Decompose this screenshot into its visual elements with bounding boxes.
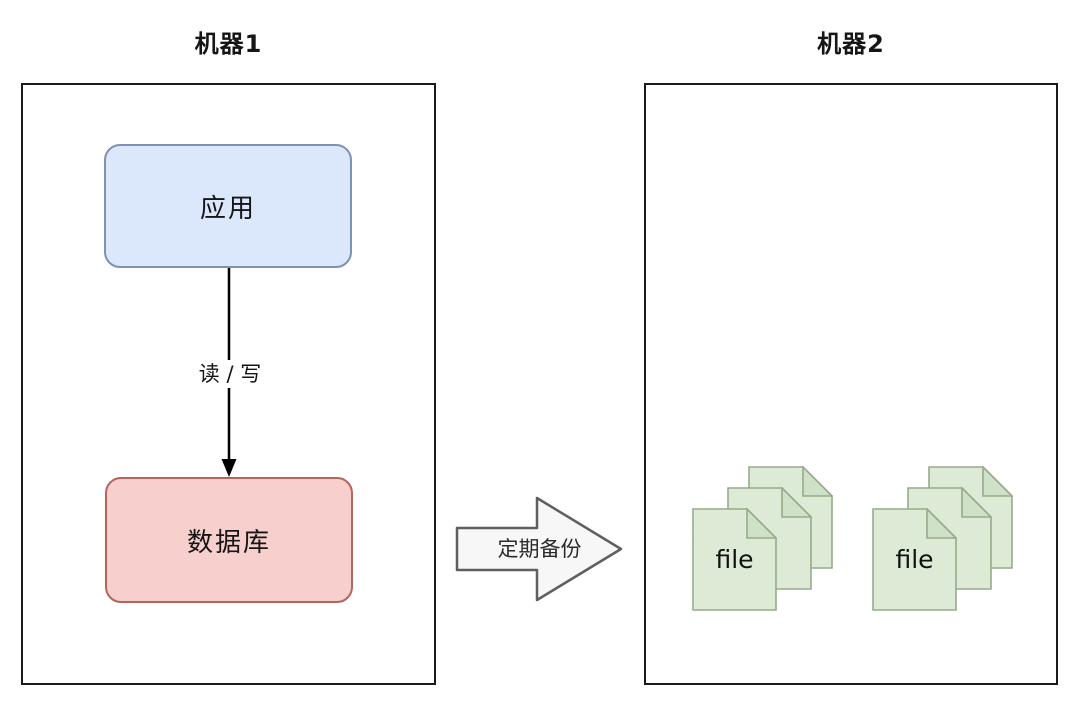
fold-corner-icon bbox=[802, 466, 833, 497]
backup-arrow bbox=[455, 496, 623, 602]
fold-corner-icon bbox=[961, 487, 992, 518]
fold-corner-icon bbox=[746, 508, 777, 539]
machine1-title: 机器1 bbox=[194, 30, 263, 58]
file-stack-1: file bbox=[692, 466, 833, 612]
file-stack-2: file bbox=[872, 466, 1013, 612]
arrow-right-icon bbox=[455, 496, 623, 602]
machine2-title: 机器2 bbox=[817, 30, 885, 58]
fold-corner-icon bbox=[982, 466, 1013, 497]
fold-corner-icon bbox=[781, 487, 812, 518]
backup-arrow-label: 定期备份 bbox=[497, 537, 582, 561]
fold-corner-icon bbox=[926, 508, 957, 539]
database-node: 数据库 bbox=[105, 477, 353, 603]
file-label: file bbox=[715, 545, 754, 574]
arrow-down-icon bbox=[221, 459, 237, 477]
database-node-label: 数据库 bbox=[186, 527, 271, 558]
file-label: file bbox=[895, 545, 934, 574]
read-write-label: 读 / 写 bbox=[168, 360, 292, 388]
app-node: 应用 bbox=[104, 144, 352, 268]
app-node-label: 应用 bbox=[199, 193, 256, 224]
file-icon: file bbox=[692, 508, 777, 611]
file-icon: file bbox=[872, 508, 957, 611]
